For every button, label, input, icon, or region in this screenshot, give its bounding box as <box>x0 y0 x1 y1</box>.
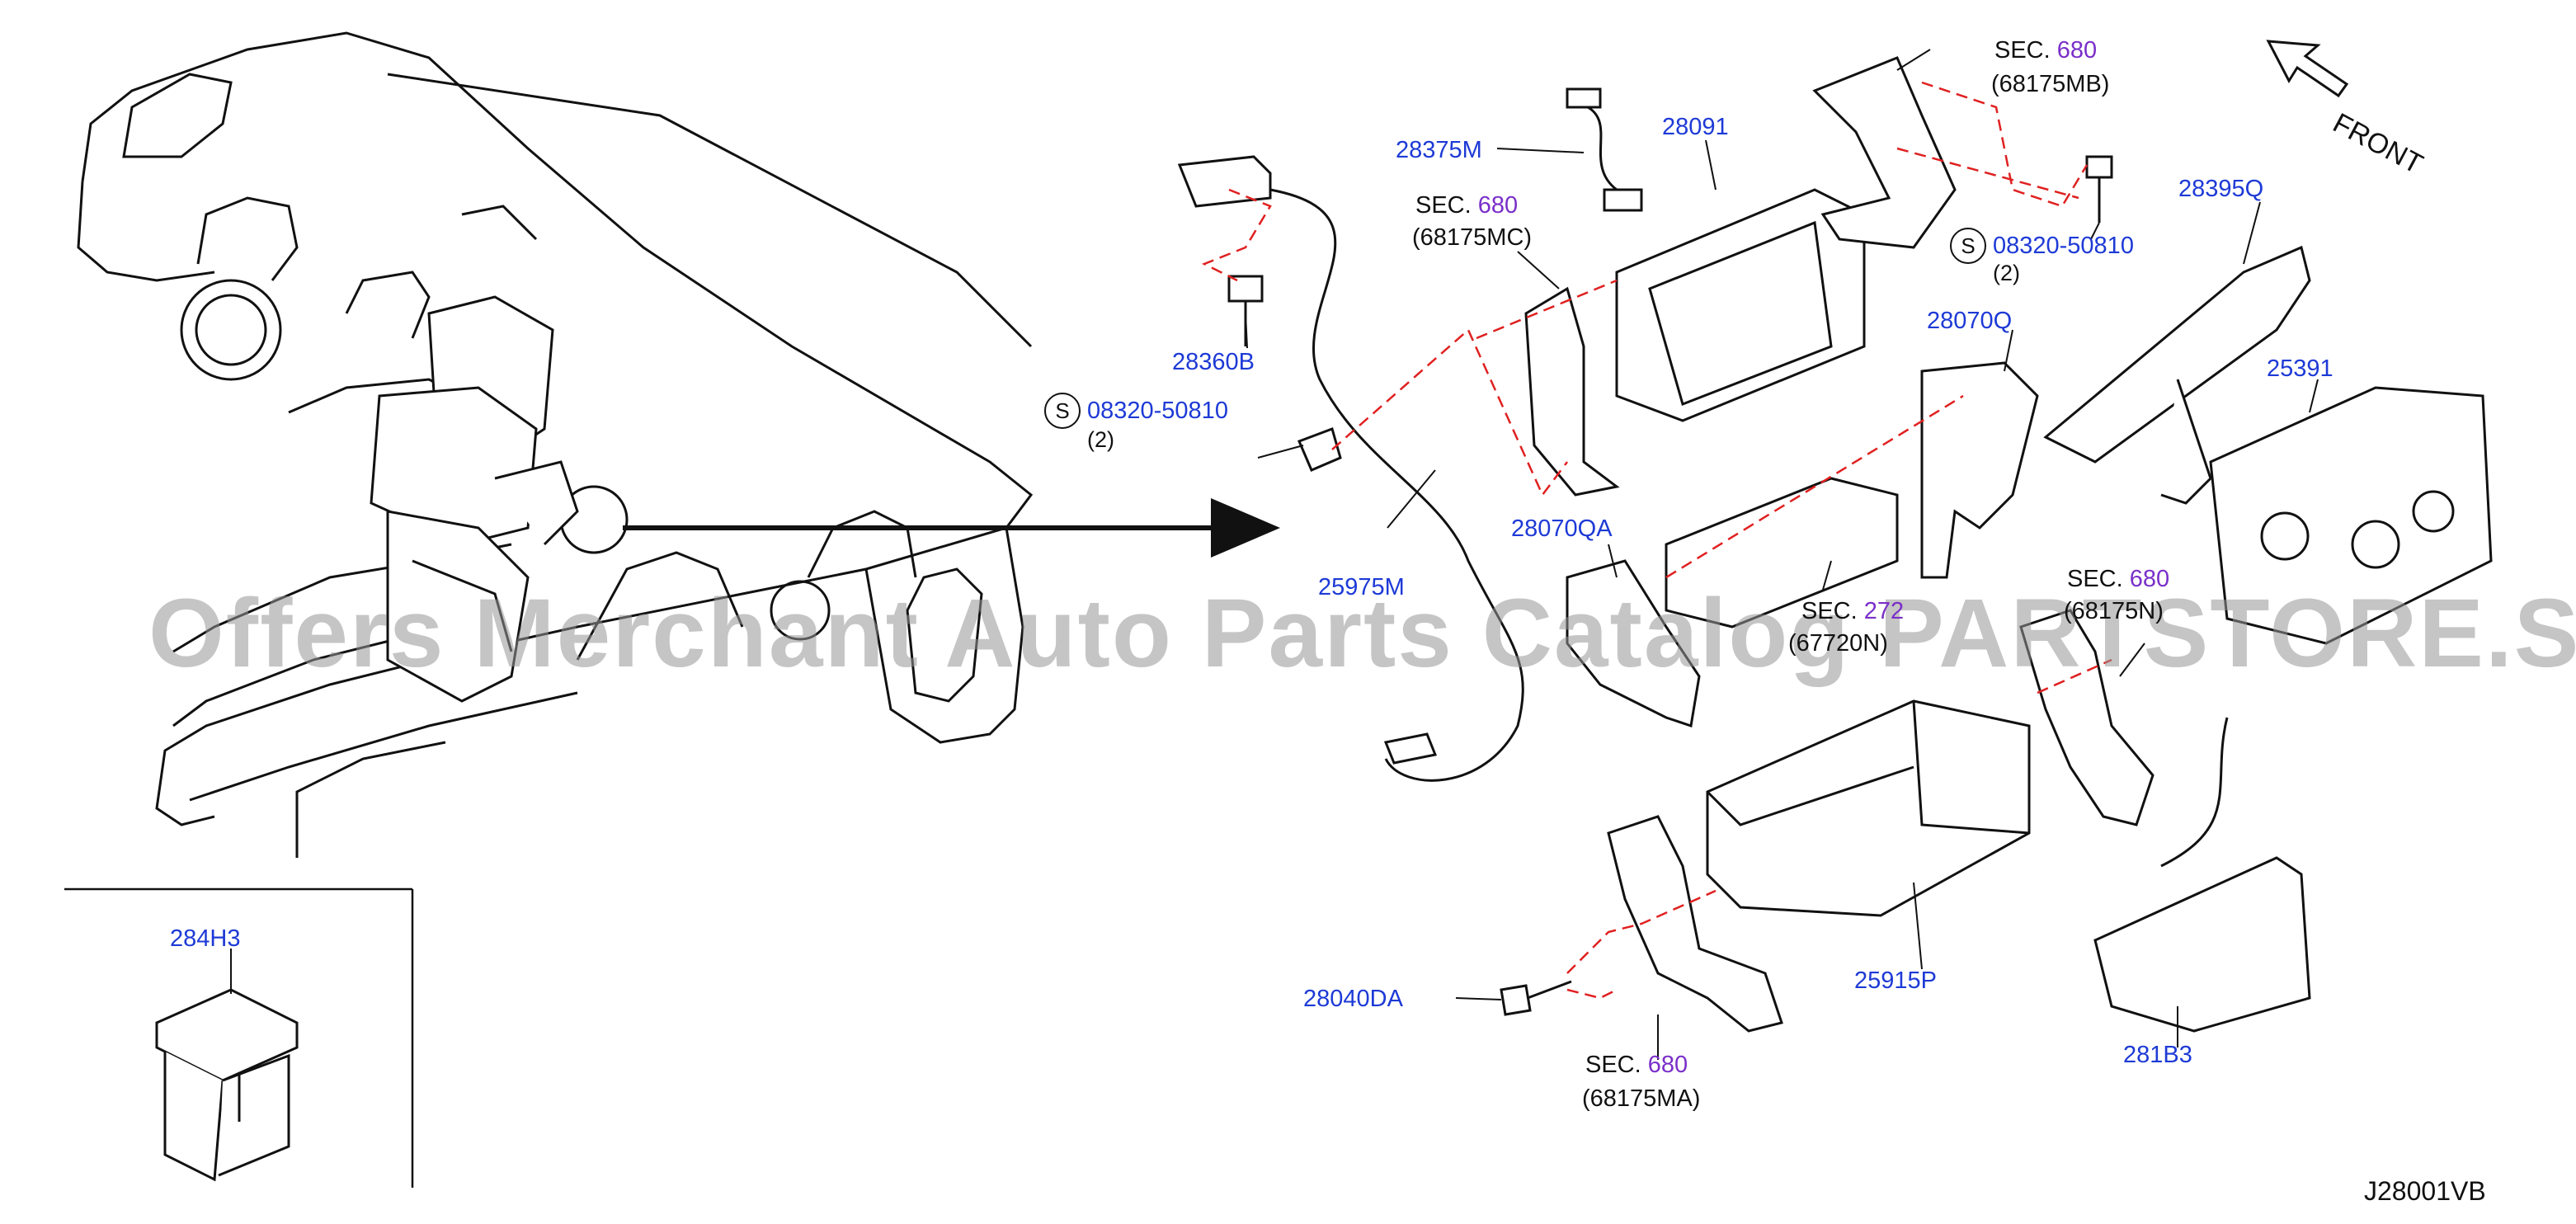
part-label-28375M[interactable]: 28375M <box>1396 137 1482 163</box>
part-label-28070QA[interactable]: 28070QA <box>1511 515 1613 542</box>
section-prefix: SEC. <box>1585 1052 1641 1078</box>
watermark: Offers Merchant Auto Parts Catalog PARTS… <box>148 579 2576 688</box>
part-label-281B3[interactable]: 281B3 <box>2123 1042 2192 1068</box>
components <box>1177 56 2493 1033</box>
section-prefix: SEC. <box>1801 598 1858 624</box>
section-prefix: SEC. <box>1415 192 1472 219</box>
section-sub-68175N: (68175N) <box>2064 598 2164 624</box>
part-label-25915P[interactable]: 25915P <box>1854 967 1937 994</box>
part-label-25975M[interactable]: 25975M <box>1318 574 1405 600</box>
part-label-28070Q[interactable]: 28070Q <box>1927 308 2013 334</box>
quantity-08320-left: (2) <box>1087 427 1114 452</box>
part-label-08320-50810-right[interactable]: 08320-50810 <box>1993 233 2134 259</box>
part-label-28360B[interactable]: 28360B <box>1172 349 1255 375</box>
section-sub-68175MC: (68175MC) <box>1412 224 1533 251</box>
section-ref-68175MC[interactable]: SEC. 680 <box>1415 194 1518 218</box>
s-mark-left: S <box>1044 393 1081 429</box>
section-number: 680 <box>2056 37 2098 64</box>
section-number: 272 <box>1863 598 1905 624</box>
switch-284H3-drawing <box>155 988 299 1182</box>
leader-lines <box>230 49 2319 1060</box>
diagram-code: J28001VB <box>2364 1176 2486 1206</box>
section-ref-68175N[interactable]: SEC. 680 <box>2067 567 2169 591</box>
part-label-284H3[interactable]: 284H3 <box>170 925 241 952</box>
part-label-28040DA[interactable]: 28040DA <box>1303 986 1403 1012</box>
dashboard-illustration <box>77 31 1034 858</box>
section-sub-68175MB: (68175MB) <box>1991 71 2110 97</box>
section-ref-68175MB[interactable]: SEC. 680 <box>1994 39 2097 63</box>
section-ref-68175MA[interactable]: SEC. 680 <box>1585 1053 1688 1077</box>
part-label-28091[interactable]: 28091 <box>1662 114 1729 140</box>
s-mark-right: S <box>1950 228 1986 264</box>
section-number: 680 <box>1477 192 1519 219</box>
section-number: 680 <box>2129 566 2170 592</box>
quantity-08320-right: (2) <box>1993 261 2020 285</box>
section-sub-67720N: (67720N) <box>1788 630 1888 657</box>
inset-frame <box>64 887 414 1188</box>
part-label-25391[interactable]: 25391 <box>2267 355 2333 382</box>
section-prefix: SEC. <box>2067 566 2123 592</box>
assembly-guides <box>1201 81 2112 1000</box>
section-sub-68175MA: (68175MA) <box>1582 1085 1701 1112</box>
section-prefix: SEC. <box>1994 37 2051 64</box>
section-number: 680 <box>1647 1052 1688 1078</box>
part-label-28395Q[interactable]: 28395Q <box>2178 176 2264 202</box>
section-ref-67720N[interactable]: SEC. 272 <box>1801 600 1904 624</box>
front-arrow-icon <box>2266 40 2349 98</box>
dashboard-hvac-unit <box>370 295 579 703</box>
part-label-08320-50810-left[interactable]: 08320-50810 <box>1087 398 1228 424</box>
